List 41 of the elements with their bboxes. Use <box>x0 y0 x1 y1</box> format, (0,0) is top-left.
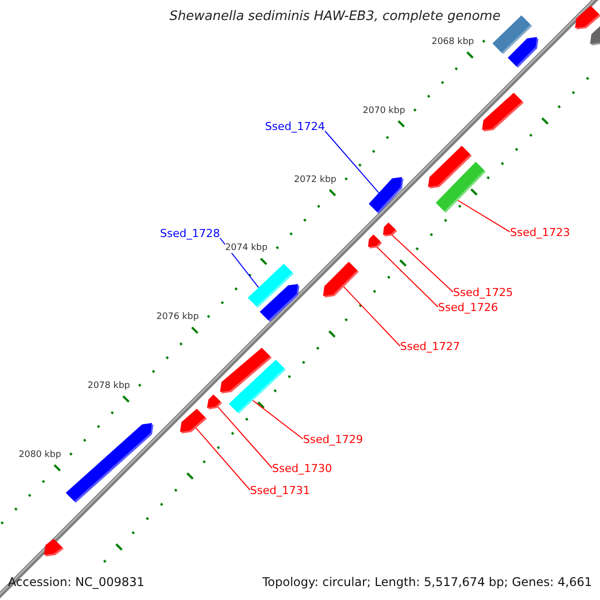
footer-text: Topology: circular; Length: 5,517,674 bp; Genes: 4,661 <box>262 575 592 589</box>
gene-label: Ssed_1723 <box>510 226 570 238</box>
leader-line <box>376 246 438 308</box>
gene-block <box>207 394 222 410</box>
gene-block <box>575 6 600 30</box>
tick-label: 2072 kbp <box>294 174 336 185</box>
tick-label: 2070 kbp <box>362 106 406 116</box>
gene-block <box>323 262 359 298</box>
gene-label: Ssed_1729 <box>303 432 363 446</box>
gene-block <box>368 177 404 214</box>
leader-line <box>324 130 380 194</box>
gene-block <box>44 538 64 556</box>
gene-block <box>482 92 524 132</box>
tick-label: 2074 kbp <box>225 243 268 254</box>
gene-block <box>383 222 398 236</box>
leader-line <box>220 238 260 288</box>
gene-block <box>220 348 272 394</box>
gene-block <box>66 423 154 503</box>
gene-label: Ssed_1730 <box>272 462 332 474</box>
tick-label: 2068 kbp <box>432 37 474 47</box>
tick-label: 2078 kbp <box>88 381 130 391</box>
footer-text: Accession: NC_009831 <box>8 575 144 589</box>
gene-label: Ssed_1728 <box>160 226 220 240</box>
gene-block <box>368 234 382 248</box>
leader-line <box>342 286 400 346</box>
leader-line <box>456 200 510 232</box>
leader-line <box>392 234 454 292</box>
leader-line <box>252 400 304 440</box>
leader-line <box>195 427 250 490</box>
gene-label: Ssed_1724 <box>265 120 325 132</box>
gene-block <box>180 408 207 434</box>
tick-label: 2076 kbp <box>156 312 199 322</box>
gene-block <box>260 284 300 322</box>
gene-label: Ssed_1727 <box>400 340 460 352</box>
gene-label: Ssed_1726 <box>438 300 498 314</box>
map-title: Shewanella sediminis HAW-EB3, complete genome <box>168 9 502 24</box>
gene-block <box>508 37 538 68</box>
gene-label: Ssed_1731 <box>250 484 310 496</box>
gene-block <box>428 146 472 188</box>
leader-line <box>217 406 272 468</box>
gene-label: Ssed_1725 <box>453 286 513 298</box>
